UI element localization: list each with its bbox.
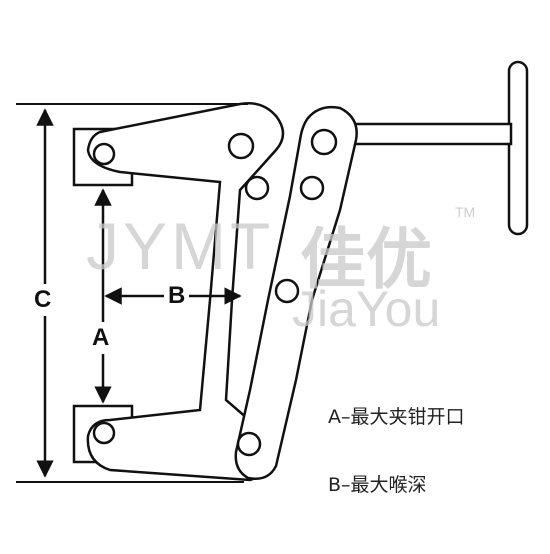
pivot-hole [274,278,300,304]
legend-a: A–最大夹钳开口 [328,406,465,428]
dimension-b-label: B [164,282,190,310]
watermark-pinyin: JiaYou [292,281,441,337]
pivot-hole [92,142,116,166]
t-handle-grip [507,60,529,236]
pivot-hole [299,175,325,201]
dimension-a-label: A [92,322,110,354]
pivot-hole [227,132,255,160]
watermark-letters: JYMT [86,209,275,283]
watermark-trademark: TM [455,204,476,220]
dimension-c-label: C [34,284,52,316]
watermark-chinese: 佳优 [300,221,432,298]
pivot-hole [244,175,270,201]
pivot-hole [310,128,338,156]
screw-shaft [343,122,513,146]
clamp-body [86,102,285,482]
pivot-hole [92,421,116,445]
legend-b: B–最大喉深 [328,474,427,496]
pivot-hole [236,431,262,457]
